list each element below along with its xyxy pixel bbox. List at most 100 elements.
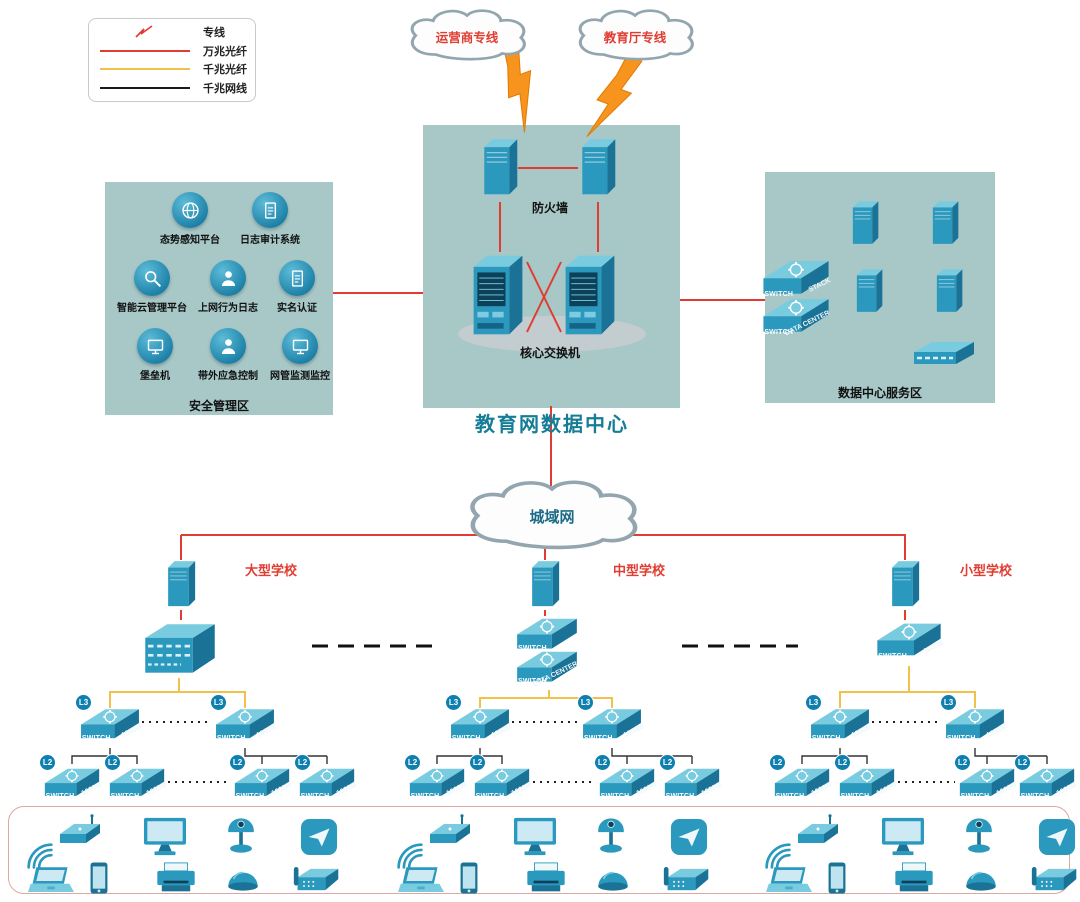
fax-machine-icon: [292, 864, 342, 896]
l3-badge: L3: [445, 694, 462, 711]
security-management-zone: [105, 182, 333, 415]
server-icon: [852, 264, 886, 316]
carrier-cloud-label: 运营商专线: [435, 31, 499, 45]
smartphone-icon: [828, 862, 846, 894]
l2-badge: L2: [39, 754, 56, 771]
l2-switch: L2 SWITCH 1000M: [404, 754, 467, 807]
l2-badge: L2: [1014, 754, 1031, 771]
datacenter-switch-stack: SWITCH STACK SWITCH DATA CENTER: [760, 254, 836, 346]
dome-camera-icon: [596, 868, 630, 892]
legend-label: 千兆光纤: [203, 64, 247, 77]
rack-server-icon: [912, 338, 976, 370]
l3-switch: L3 SWITCH 1000M: [805, 694, 872, 750]
l3-badge: L3: [210, 694, 227, 711]
security-item: 实名认证: [257, 260, 337, 314]
l3-switch: L3 SWITCH 1000M: [940, 694, 1007, 750]
small-school-core-switch: SWITCH 1000M: [874, 616, 944, 668]
desktop-monitor-icon: [512, 816, 558, 858]
messaging-app-icon: [670, 818, 708, 856]
l2-switch: L2 SWITCH 1000M: [594, 754, 657, 807]
l2-badge: L2: [954, 754, 971, 771]
security-item: 智能云管理平台: [112, 260, 192, 314]
data-center-title: 教育网数据中心: [475, 414, 629, 436]
security-item: 网管监测监控: [260, 328, 340, 382]
legend: 专线 万兆光纤 千兆光纤 千兆网线: [88, 18, 256, 102]
small-school-label: 小型学校: [960, 563, 1013, 578]
desktop-monitor-icon: [880, 816, 926, 858]
security-item: 态势感知平台: [150, 192, 230, 246]
network-monitoring-icon: [282, 328, 318, 364]
internet-behavior-log-icon: [210, 260, 246, 296]
l3-switch: L3 SWITCH 1000M: [75, 694, 142, 750]
legend-label: 千兆网线: [203, 82, 247, 95]
firewall-2-icon: [576, 133, 620, 199]
ptz-camera-icon: [962, 812, 996, 854]
l2-switch: L2 SWITCH 1000M: [834, 754, 897, 807]
l2-badge: L2: [294, 754, 311, 771]
security-zone-label: 安全管理区: [188, 399, 249, 413]
end-devices-group-small: [752, 808, 1080, 894]
carrier-line-cloud: 运营商专线: [398, 6, 536, 64]
lightning-icon: [97, 25, 193, 39]
ptz-camera-icon: [224, 812, 258, 854]
man-cloud: 城域网: [452, 476, 652, 554]
wireless-ap-icon: [426, 814, 474, 850]
l2-switch: L2 SWITCH 1000M: [39, 754, 102, 807]
security-item: 日志审计系统: [230, 192, 310, 246]
end-devices-group-medium: [384, 808, 744, 894]
wireless-ap-icon: [794, 814, 842, 850]
legend-row-1g-cable: 千兆网线: [97, 79, 247, 98]
l2-badge: L2: [104, 754, 121, 771]
l2-badge: L2: [404, 754, 421, 771]
l2-switch: L2 SWITCH 1000M: [104, 754, 167, 807]
red-line-sample: [100, 49, 190, 52]
printer-icon: [154, 862, 198, 894]
laptop-icon: [28, 866, 74, 896]
dome-camera-icon: [226, 868, 260, 892]
server-icon: [928, 196, 962, 248]
legend-label: 专线: [203, 27, 225, 40]
l2-badge: L2: [594, 754, 611, 771]
printer-icon: [892, 862, 936, 894]
smartphone-icon: [460, 862, 478, 894]
cloud-management-icon: [134, 260, 170, 296]
l2-switch: L2 SWITCH 1000M: [469, 754, 532, 807]
server-icon: [848, 196, 882, 248]
legend-label: 万兆光纤: [203, 45, 247, 58]
l3-badge: L3: [577, 694, 594, 711]
l2-switch: L2 SWITCH 1000M: [954, 754, 1017, 807]
oob-emergency-control-icon: [210, 328, 246, 364]
printer-icon: [524, 862, 568, 894]
messaging-app-icon: [300, 818, 338, 856]
legend-row-dedicated-line: 专线: [97, 23, 247, 42]
real-name-auth-icon: [279, 260, 315, 296]
security-item: 上网行为日志: [188, 260, 268, 314]
large-school-label: 大型学校: [245, 563, 298, 578]
small-school-gateway-icon: [887, 556, 923, 610]
large-school-core-switch: [138, 616, 222, 680]
laptop-icon: [398, 866, 444, 896]
messaging-app-icon: [1038, 818, 1076, 856]
l2-switch: L2 SWITCH 1000M: [769, 754, 832, 807]
l3-switch: L3 SWITCH 1000M: [210, 694, 277, 750]
situation-awareness-icon: [172, 192, 208, 228]
legend-row-1g-fiber: 千兆光纤: [97, 60, 247, 79]
core-switch-label: 核心交换机: [519, 346, 580, 360]
l3-badge: L3: [805, 694, 822, 711]
l2-switch: L2 SWITCH 1000M: [229, 754, 292, 807]
dome-camera-icon: [964, 868, 998, 892]
firewall-1-icon: [478, 133, 522, 199]
l2-badge: L2: [469, 754, 486, 771]
medium-school-gateway-icon: [527, 556, 563, 610]
medium-school-label: 中型学校: [613, 563, 666, 578]
server-icon: [932, 264, 966, 316]
medium-school-core-stack: SWITCH SWITCH DATA CENTER: [514, 612, 584, 698]
firewall-label: 防火墙: [531, 201, 568, 215]
education-cloud-label: 教育厅专线: [603, 31, 667, 45]
black-line-sample: [100, 86, 190, 89]
core-switch-1-icon: [468, 246, 528, 342]
l3-switch: L3 SWITCH 1000M: [445, 694, 512, 750]
smartphone-icon: [90, 862, 108, 894]
fax-machine-icon: [662, 864, 712, 896]
